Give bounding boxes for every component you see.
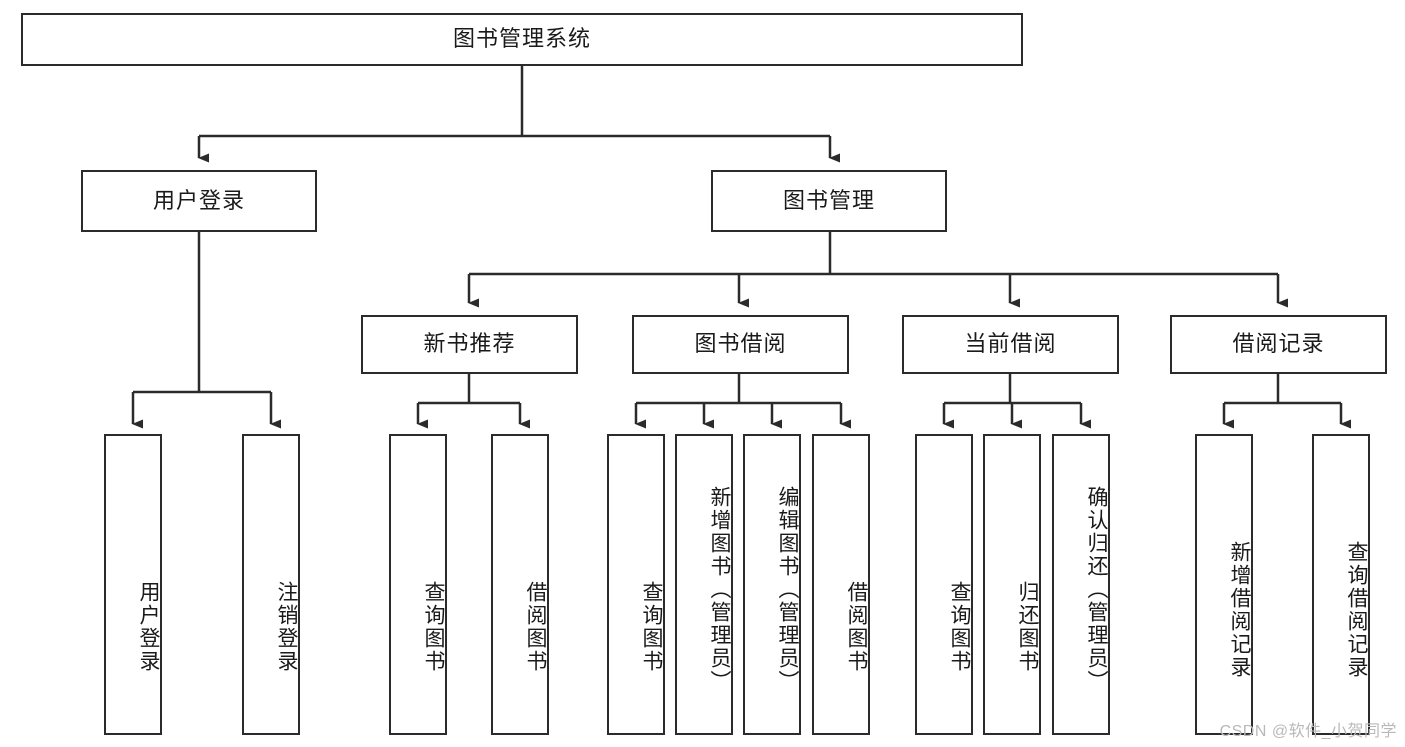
node-label: 用户登录 <box>137 580 160 673</box>
node-label: 借阅图书 <box>524 580 547 673</box>
node-label: 查询借阅记录 <box>1345 540 1368 679</box>
leaf-return-book[interactable]: 归还图书 <box>983 434 1041 735</box>
leaf-query-book-current[interactable]: 查询图书 <box>915 434 973 735</box>
leaf-query-book-borrow[interactable]: 查询图书 <box>607 434 665 735</box>
node-label: 新增图书（管理员） <box>708 486 731 693</box>
node-label: 新增借阅记录 <box>1228 540 1251 679</box>
node-label: 新书推荐 <box>423 331 516 357</box>
watermark-text: CSDN @软件_小贺同学 <box>1219 723 1397 740</box>
node-book-management[interactable]: 图书管理 <box>711 170 947 232</box>
leaf-query-borrow-record[interactable]: 查询借阅记录 <box>1312 434 1370 735</box>
node-current-borrow[interactable]: 当前借阅 <box>902 315 1119 374</box>
node-label: 查询图书 <box>640 580 663 673</box>
leaf-add-borrow-record[interactable]: 新增借阅记录 <box>1195 434 1253 735</box>
node-label: 确认归还（管理员） <box>1085 486 1108 693</box>
node-borrow-record[interactable]: 借阅记录 <box>1170 315 1387 374</box>
node-label: 查询图书 <box>422 580 445 673</box>
leaf-borrow-book[interactable]: 借阅图书 <box>812 434 870 735</box>
node-label: 归还图书 <box>1016 580 1039 673</box>
node-new-book-recommend[interactable]: 新书推荐 <box>361 315 578 374</box>
leaf-borrow-book-recommend[interactable]: 借阅图书 <box>491 434 549 735</box>
node-label: 图书管理 <box>782 187 875 213</box>
leaf-confirm-return-admin[interactable]: 确认归还（管理员） <box>1052 434 1110 735</box>
node-root-book-management-system[interactable]: 图书管理系统 <box>21 13 1023 66</box>
node-user-login[interactable]: 用户登录 <box>81 170 317 232</box>
node-book-borrow[interactable]: 图书借阅 <box>632 315 849 374</box>
leaf-user-login[interactable]: 用户登录 <box>104 434 162 735</box>
leaf-edit-book-admin[interactable]: 编辑图书（管理员） <box>743 434 801 735</box>
leaf-add-book-admin[interactable]: 新增图书（管理员） <box>675 434 733 735</box>
node-label: 用户登录 <box>152 187 245 213</box>
node-label: 图书管理系统 <box>452 26 591 52</box>
node-label: 当前借阅 <box>964 331 1057 357</box>
node-label: 编辑图书（管理员） <box>776 486 799 693</box>
leaf-logout[interactable]: 注销登录 <box>242 434 300 735</box>
node-label: 查询图书 <box>948 580 971 673</box>
node-label: 图书借阅 <box>694 331 787 357</box>
node-label: 借阅记录 <box>1232 331 1325 357</box>
leaf-query-book-recommend[interactable]: 查询图书 <box>389 434 447 735</box>
node-label: 借阅图书 <box>845 580 868 673</box>
node-label: 注销登录 <box>275 580 298 673</box>
